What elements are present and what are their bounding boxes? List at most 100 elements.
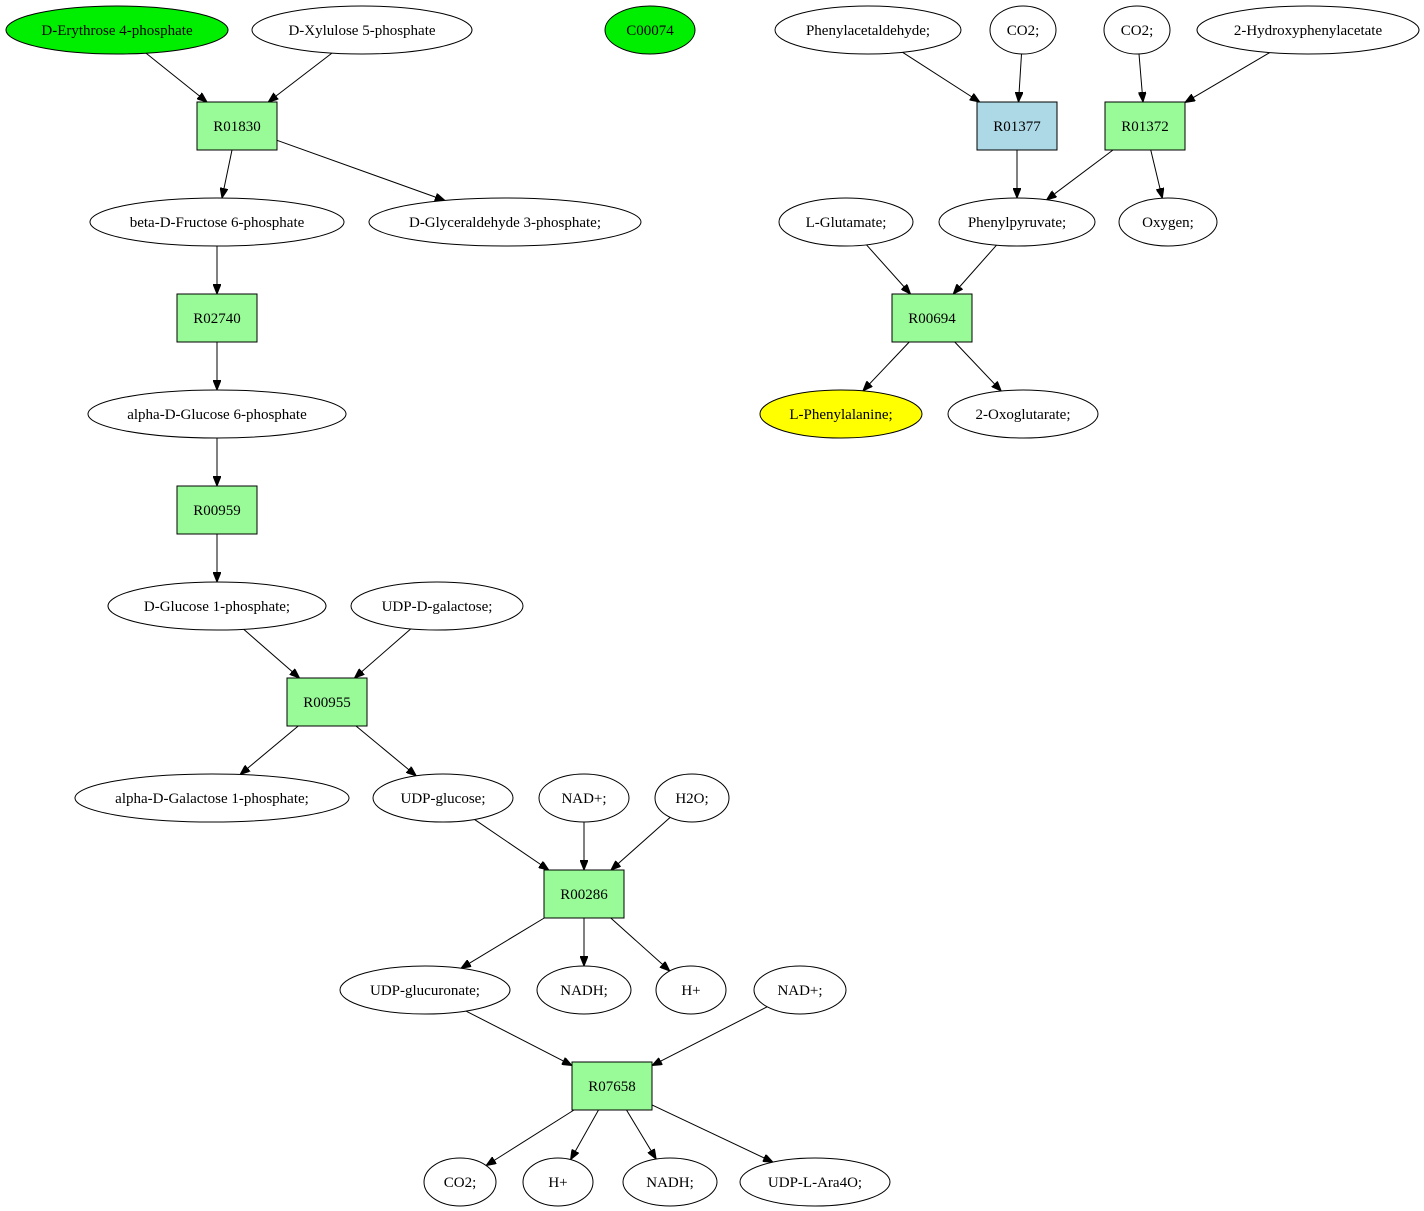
- edge-r_R00286-to-c_h1: [610, 917, 670, 971]
- compound-node-c_f6p[interactable]: beta-D-Fructose 6-phosphate: [89, 197, 345, 247]
- reaction-box[interactable]: [176, 485, 258, 535]
- compound-node-c_e4p[interactable]: D-Erythrose 4-phosphate: [5, 5, 229, 55]
- compound-ellipse[interactable]: [5, 5, 229, 55]
- reaction-node-r_R01830[interactable]: R01830: [196, 101, 278, 151]
- node-label: CO2;: [1121, 23, 1154, 39]
- reaction-box[interactable]: [543, 869, 625, 919]
- compound-node-c_x5p[interactable]: D-Xylulose 5-phosphate: [251, 5, 473, 55]
- edge-r_R00955-to-c_udpglc: [355, 725, 416, 776]
- node-label: 2-Oxoglutarate;: [976, 407, 1071, 423]
- compound-node-c_phpyr[interactable]: Phenylpyruvate;: [938, 197, 1096, 247]
- compound-ellipse[interactable]: [350, 581, 524, 631]
- compound-ellipse[interactable]: [654, 773, 730, 823]
- compound-node-c_phald[interactable]: Phenylacetaldehyde;: [774, 5, 962, 55]
- compound-node-c_h2[interactable]: H+: [522, 1157, 594, 1207]
- reaction-node-r_R00694[interactable]: R00694: [891, 293, 973, 343]
- compound-node-c_g6p[interactable]: alpha-D-Glucose 6-phosphate: [87, 389, 347, 439]
- reaction-box[interactable]: [176, 293, 258, 343]
- compound-ellipse[interactable]: [1118, 197, 1218, 247]
- node-label: alpha-D-Glucose 6-phosphate: [127, 407, 307, 423]
- compound-node-c_co2a[interactable]: CO2;: [989, 5, 1057, 55]
- node-label: CO2;: [1007, 23, 1040, 39]
- compound-node-c_nadh2[interactable]: NADH;: [622, 1157, 718, 1207]
- reaction-box[interactable]: [1104, 101, 1186, 151]
- node-label: NADH;: [560, 983, 608, 999]
- node-label: UDP-glucose;: [401, 791, 486, 807]
- reaction-box[interactable]: [976, 101, 1058, 151]
- node-label: R00286: [560, 887, 608, 903]
- reaction-node-r_R01372[interactable]: R01372: [1104, 101, 1186, 151]
- node-label: R02740: [193, 311, 241, 327]
- node-label: L-Glutamate;: [806, 215, 887, 231]
- compound-node-c_co2c[interactable]: CO2;: [1103, 5, 1171, 55]
- compound-node-c_co2b[interactable]: CO2;: [423, 1157, 497, 1207]
- reaction-node-r_R00955[interactable]: R00955: [286, 677, 368, 727]
- compound-ellipse[interactable]: [739, 1157, 891, 1207]
- compound-ellipse[interactable]: [522, 1157, 594, 1207]
- compound-node-c_udpara[interactable]: UDP-L-Ara4O;: [739, 1157, 891, 1207]
- node-label: C00074: [626, 23, 674, 39]
- reaction-node-r_R02740[interactable]: R02740: [176, 293, 258, 343]
- compound-node-c_h2o[interactable]: H2O;: [654, 773, 730, 823]
- compound-ellipse[interactable]: [947, 389, 1099, 439]
- reaction-node-r_R07658[interactable]: R07658: [571, 1061, 653, 1111]
- compound-ellipse[interactable]: [89, 197, 345, 247]
- compound-ellipse[interactable]: [423, 1157, 497, 1207]
- compound-node-c_nadh1[interactable]: NADH;: [536, 965, 632, 1015]
- compound-node-c_c00074[interactable]: C00074: [604, 5, 696, 55]
- compound-ellipse[interactable]: [1196, 5, 1420, 55]
- compound-ellipse[interactable]: [538, 773, 630, 823]
- compound-node-c_g3p[interactable]: D-Glyceraldehyde 3-phosphate;: [368, 197, 642, 247]
- compound-node-c_2og[interactable]: 2-Oxoglutarate;: [947, 389, 1099, 439]
- node-label: D-Erythrose 4-phosphate: [41, 23, 193, 39]
- reaction-node-r_R00959[interactable]: R00959: [176, 485, 258, 535]
- edge-c_co2c-to-r_R01372: [1139, 53, 1143, 102]
- compound-ellipse[interactable]: [339, 965, 511, 1015]
- compound-ellipse[interactable]: [1103, 5, 1171, 55]
- edge-r_R00694-to-c_2og: [954, 341, 1001, 391]
- reaction-box[interactable]: [891, 293, 973, 343]
- compound-ellipse[interactable]: [989, 5, 1057, 55]
- edge-r_R07658-to-c_h2: [571, 1109, 599, 1160]
- compound-ellipse[interactable]: [251, 5, 473, 55]
- node-label: R00959: [193, 503, 241, 519]
- compound-node-c_nad2[interactable]: NAD+;: [753, 965, 847, 1015]
- edge-c_e4p-to-r_R01830: [145, 52, 207, 102]
- reaction-box[interactable]: [196, 101, 278, 151]
- compound-node-c_udpgca[interactable]: UDP-glucuronate;: [339, 965, 511, 1015]
- compound-ellipse[interactable]: [368, 197, 642, 247]
- node-label: R07658: [588, 1079, 636, 1095]
- compound-node-c_o2[interactable]: Oxygen;: [1118, 197, 1218, 247]
- reaction-node-r_R00286[interactable]: R00286: [543, 869, 625, 919]
- edge-c_phpyr-to-r_R00694: [953, 244, 997, 294]
- compound-ellipse[interactable]: [87, 389, 347, 439]
- compound-node-c_g1p[interactable]: D-Glucose 1-phosphate;: [107, 581, 327, 631]
- compound-ellipse[interactable]: [604, 5, 696, 55]
- compound-node-c_udpglc[interactable]: UDP-glucose;: [372, 773, 514, 823]
- node-label: Phenylpyruvate;: [968, 215, 1066, 231]
- compound-node-c_udpgal[interactable]: UDP-D-galactose;: [350, 581, 524, 631]
- node-label: R00955: [303, 695, 351, 711]
- compound-node-c_glu[interactable]: L-Glutamate;: [778, 197, 914, 247]
- compound-ellipse[interactable]: [655, 965, 727, 1015]
- compound-ellipse[interactable]: [74, 773, 350, 823]
- compound-ellipse[interactable]: [372, 773, 514, 823]
- compound-ellipse[interactable]: [753, 965, 847, 1015]
- compound-node-c_2hpa[interactable]: 2-Hydroxyphenylacetate: [1196, 5, 1420, 55]
- compound-node-c_nad1[interactable]: NAD+;: [538, 773, 630, 823]
- compound-node-c_gal1p[interactable]: alpha-D-Galactose 1-phosphate;: [74, 773, 350, 823]
- compound-ellipse[interactable]: [759, 389, 923, 439]
- reaction-box[interactable]: [286, 677, 368, 727]
- reaction-node-r_R01377[interactable]: R01377: [976, 101, 1058, 151]
- compound-node-c_h1[interactable]: H+: [655, 965, 727, 1015]
- compound-ellipse[interactable]: [778, 197, 914, 247]
- compound-node-c_phe[interactable]: L-Phenylalanine;: [759, 389, 923, 439]
- compound-ellipse[interactable]: [622, 1157, 718, 1207]
- compound-ellipse[interactable]: [536, 965, 632, 1015]
- reaction-box[interactable]: [571, 1061, 653, 1111]
- compound-ellipse[interactable]: [107, 581, 327, 631]
- compound-ellipse[interactable]: [938, 197, 1096, 247]
- edge-r_R07658-to-c_udpara: [651, 1104, 773, 1162]
- compound-ellipse[interactable]: [774, 5, 962, 55]
- node-label: R01372: [1121, 119, 1169, 135]
